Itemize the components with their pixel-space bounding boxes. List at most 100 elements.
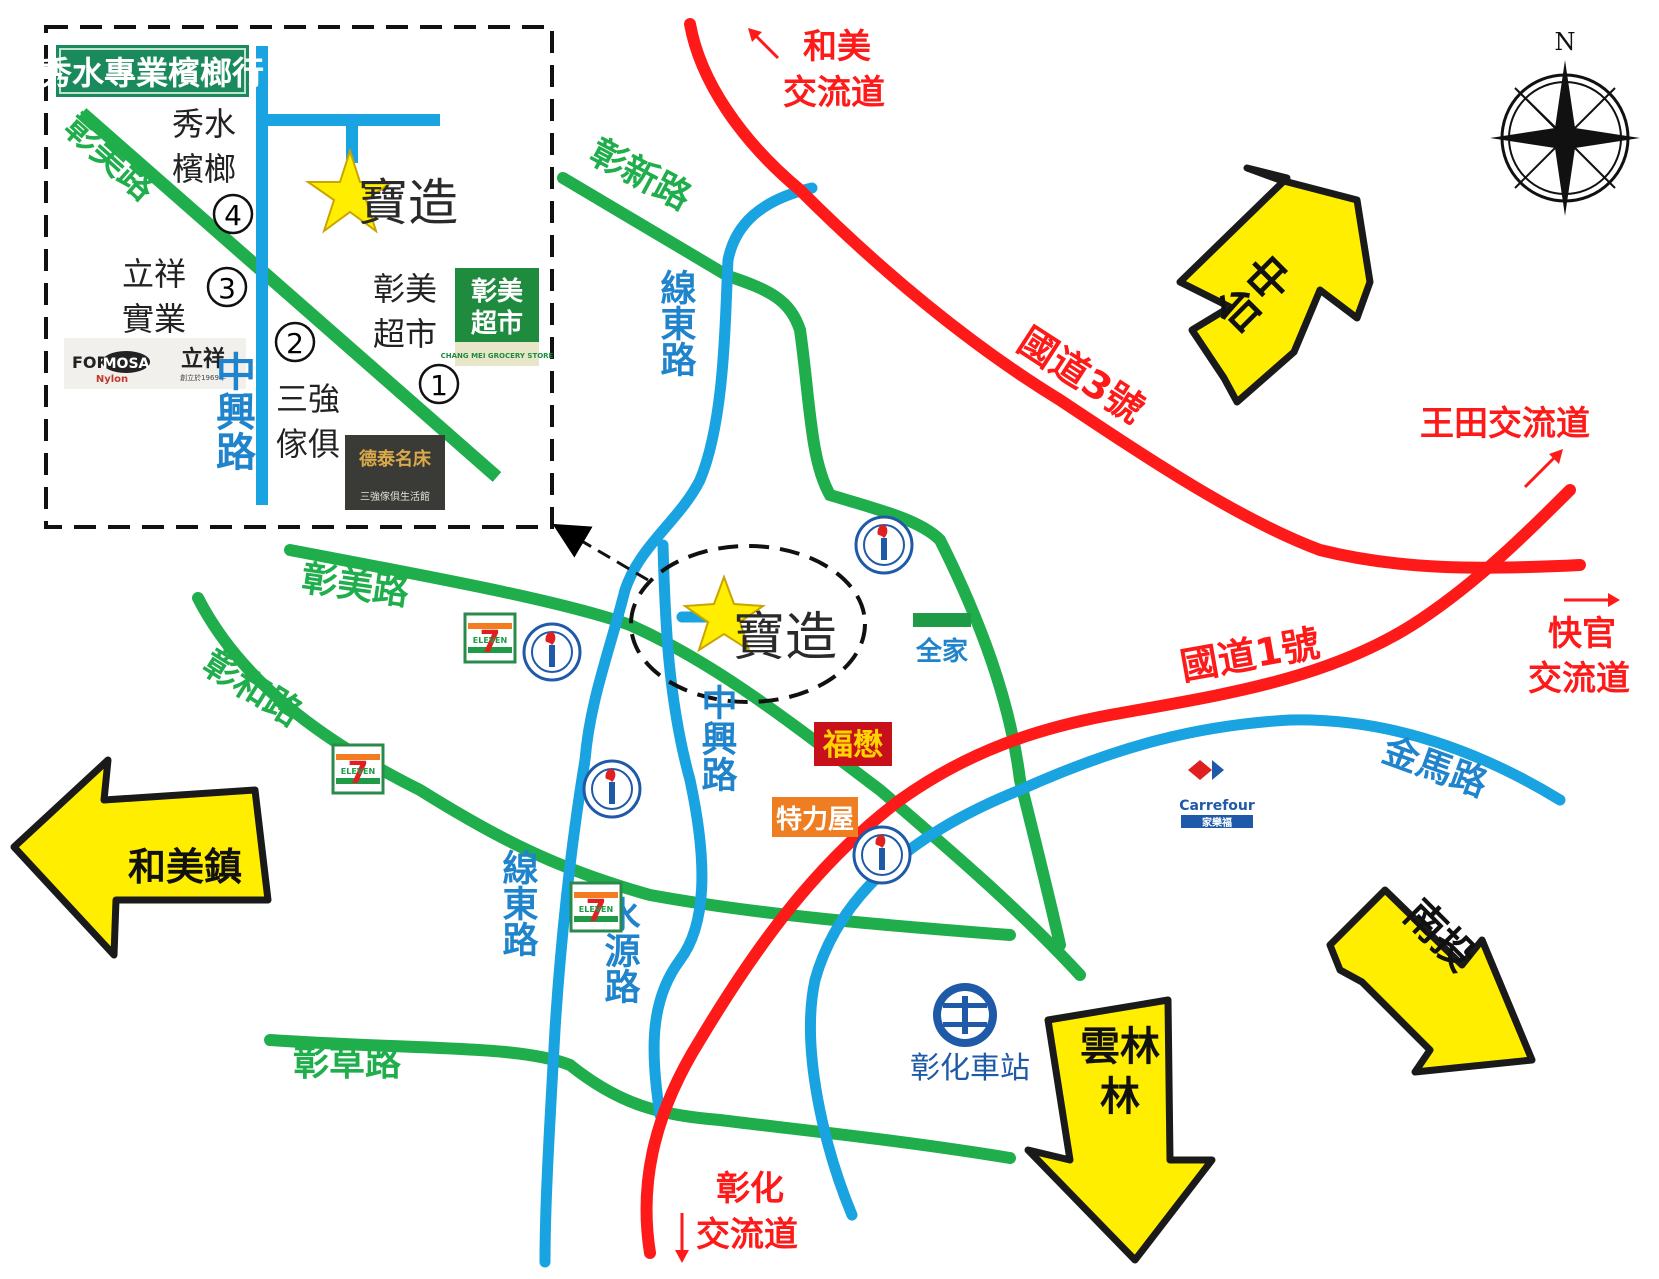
bed-sign-bottom: 三強傢俱生活館 <box>360 490 430 503</box>
seven-eleven-b-text: ELEVEN <box>341 767 375 776</box>
kuaiguan-ic-line1: 快官 <box>1548 614 1616 654</box>
changhua-ic-line1: 彰化 <box>716 1169 784 1209</box>
market-sign-line2: 超市 <box>471 308 523 339</box>
inset-label-zhongxing-road: 中興路 <box>209 351 256 471</box>
railway-station: 彰化車站 <box>910 983 1030 1086</box>
carrefour-cn-text: 家樂福 <box>1202 816 1232 829</box>
seven-eleven-a-text: ELEVEN <box>473 636 507 645</box>
direction-hemei: 和美鎮 <box>10 756 272 959</box>
gas-station-icon-b <box>854 515 914 575</box>
market-sign-small: CHANG MEI GROCERY STORE <box>441 352 554 360</box>
company-name: 寶造 <box>733 608 837 668</box>
market-sign: 彰美 超市 CHANG MEI GROCERY STORE <box>441 268 554 366</box>
seven-eleven-c-text: ELEVEN <box>579 905 613 914</box>
tlc-logo: 特力屋 <box>772 797 858 837</box>
gas-station-icon-c <box>582 759 642 819</box>
lixiang-logo-sub: 創立於1969年 <box>180 373 226 382</box>
company-star-icon <box>682 574 766 653</box>
tlc-text: 特力屋 <box>776 804 854 835</box>
road-jinma <box>805 714 1566 1221</box>
road-changcao <box>264 1034 1016 1164</box>
hemei-interchange: 和美 交流道 <box>748 27 885 113</box>
road-zhongxing-shuiyuan <box>648 539 708 1121</box>
familymart-logo: 全家 <box>913 613 971 667</box>
inset-label-lixiang-line1: 立祥 <box>122 255 186 293</box>
inset-label-betel-line1: 秀水 <box>172 105 236 143</box>
direction-taichung: 台中 <box>1176 164 1374 406</box>
road-changxin <box>557 172 1066 951</box>
company-callout-arrow <box>552 523 649 582</box>
highway-national1 <box>640 484 1576 1259</box>
formosa-logo-for: FOR <box>72 353 109 372</box>
station-label: 彰化車站 <box>910 1051 1030 1086</box>
inset-marker-1-text: 1 <box>430 369 448 402</box>
hemei-ic-line1: 和美 <box>803 27 871 67</box>
svg-text:線東路: 線東路 <box>497 849 539 957</box>
wangtian-interchange: 王田交流道 <box>1420 404 1590 489</box>
hemei-ic-line2: 交流道 <box>783 73 885 113</box>
carrefour-logo: Carrefour 家樂福 <box>1179 760 1255 829</box>
inset-marker-3-text: 3 <box>218 272 236 305</box>
road-xiandong <box>539 182 818 1268</box>
svg-text:中興路: 中興路 <box>209 351 256 471</box>
changhua-interchange: 彰化 交流道 <box>675 1169 798 1263</box>
inset-label-market-line2: 超市 <box>373 315 437 353</box>
gas-station-icon-a <box>522 622 582 682</box>
seven-eleven-icon-b: 7 ELEVEN <box>331 743 385 795</box>
svg-text:7: 7 <box>348 756 369 791</box>
direction-yunlin-label: 雲林 <box>1080 1024 1160 1070</box>
inset-marker-4-text: 4 <box>224 199 242 232</box>
red-highways <box>640 18 1586 1259</box>
inset-map: 秀水專業檳榔行 彰美路 秀水 檳榔 立祥 實業 三強 傢俱 彰美 超市 4 3 … <box>39 25 554 529</box>
formosa-logo: FOR MOSA Nylon 立祥 創立於1969年 <box>64 338 246 389</box>
direction-yunlin: 雲林 林 <box>1024 996 1216 1264</box>
inset-label-sanqiang-line2: 傢俱 <box>276 425 340 463</box>
label-changcao-road: 彰草路 <box>293 1043 402 1084</box>
inset-star-icon <box>304 147 396 234</box>
direction-nantou: 南投 <box>1326 886 1536 1076</box>
lixiang-logo: 立祥 <box>181 346 225 372</box>
inset-marker-2-text: 2 <box>286 327 304 360</box>
label-changhe-road: 彰和路 <box>195 643 309 736</box>
wangtian-ic-label: 王田交流道 <box>1420 404 1590 444</box>
company-callout-ellipse <box>629 544 867 704</box>
direction-hemei-label: 和美鎮 <box>128 845 242 889</box>
label-zhongxing-road: 中興路 <box>696 684 738 792</box>
fulian-logo: 福懋 <box>814 722 892 766</box>
changhua-ic-line2: 交流道 <box>696 1215 798 1255</box>
label-xiandong-road-lower: 線東路 <box>497 849 539 957</box>
inset-label-market-line1: 彰美 <box>373 270 437 308</box>
carrefour-text: Carrefour <box>1179 798 1255 814</box>
market-sign-line1: 彰美 <box>471 276 523 307</box>
svg-text:林: 林 <box>1100 1074 1140 1120</box>
bed-store-sign: 德泰名床 三強傢俱生活館 <box>345 435 445 510</box>
svg-text:中興路: 中興路 <box>696 684 738 792</box>
label-xiandong-road-upper: 線東路 <box>655 269 697 377</box>
inset-marker-4: 4 <box>212 193 254 235</box>
formosa-logo-nylon: Nylon <box>96 374 128 385</box>
fulian-text: 福懋 <box>822 728 883 763</box>
seven-eleven-icon-a: 7 ELEVEN <box>463 612 517 664</box>
familymart-text: 全家 <box>915 636 968 667</box>
company-callout <box>552 523 867 704</box>
seven-eleven-icon-c: 7 ELEVEN <box>569 881 623 933</box>
highway-national3 <box>684 18 1586 574</box>
blue-roads <box>539 182 1566 1268</box>
compass-north-label: N <box>1555 28 1576 56</box>
svg-text:7: 7 <box>586 894 607 929</box>
road-changmei <box>284 544 1086 981</box>
inset-marker-1: 1 <box>418 363 460 405</box>
green-roads <box>192 172 1086 1164</box>
betel-shop-sign: 秀水專業檳榔行 <box>39 45 264 97</box>
bed-sign-top: 德泰名床 <box>359 448 432 470</box>
gas-station-icon-d <box>852 825 912 885</box>
inset-label-changmei-road: 彰美路 <box>56 106 164 209</box>
betel-shop-sign-text: 秀水專業檳榔行 <box>39 54 264 92</box>
inset-company-name: 寶造 <box>358 174 458 232</box>
inset-road-changmei <box>77 108 502 482</box>
inset-label-betel-line2: 檳榔 <box>172 150 236 188</box>
inset-marker-2: 2 <box>274 321 316 363</box>
kuaiguan-ic-line2: 交流道 <box>1528 659 1630 699</box>
inset-marker-3: 3 <box>206 266 248 308</box>
